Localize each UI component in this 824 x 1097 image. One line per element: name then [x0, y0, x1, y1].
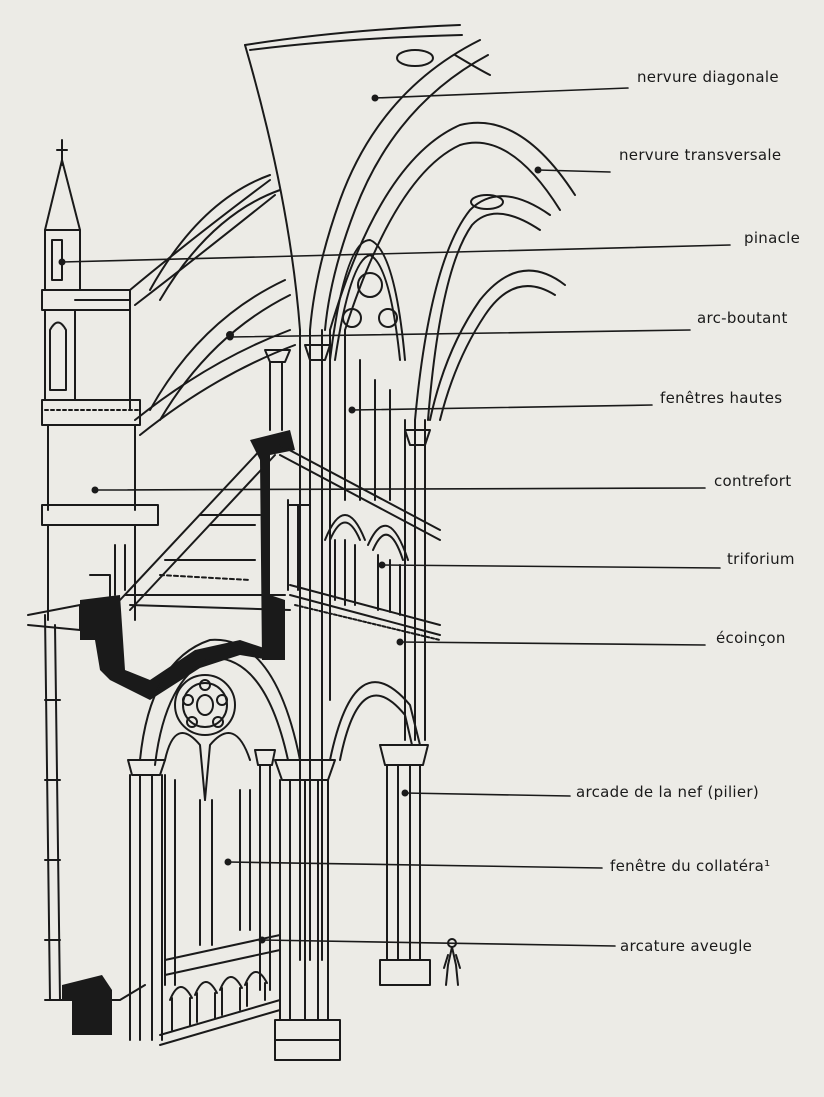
label-contrefort: contrefort: [714, 472, 792, 490]
label-fenetre-collateral: fenêtre du collatéra¹: [610, 857, 771, 875]
label-arcade-nef: arcade de la nef (pilier): [576, 783, 760, 801]
label-pinacle: pinacle: [744, 229, 801, 247]
label-arcature-aveugle: arcature aveugle: [620, 937, 753, 955]
nave-upper-wall: [264, 239, 441, 961]
leader-triforium: [381, 564, 721, 569]
label-nervure-diagonale: nervure diagonale: [637, 68, 779, 86]
label-nervure-transversale: nervure transversale: [619, 146, 782, 164]
pinnacle-tower: [27, 139, 159, 1001]
human-scale-figure: [443, 938, 461, 986]
aisle-roof-timbers: [89, 444, 291, 611]
leader-dots: [58, 94, 542, 944]
leader-arcade-nef: [404, 792, 571, 797]
leader-nervure-transversale: [537, 169, 611, 173]
vault-ribs: [149, 24, 576, 421]
label-ecoincon: écoinçon: [716, 629, 786, 647]
leader-nervure-diagonale: [374, 87, 629, 99]
nave-arcade: [127, 638, 431, 1061]
leader-fenetre-collateral: [227, 861, 603, 869]
leader-pinacle: [61, 244, 731, 263]
leader-arcature-aveugle: [261, 939, 616, 947]
wall-section-cut: [62, 430, 295, 1035]
leader-fenetres-hautes: [351, 404, 653, 411]
label-triforium: triforium: [727, 550, 795, 568]
leader-arc-boutant: [229, 329, 691, 338]
leader-lines: [61, 87, 731, 947]
label-fenetres-hautes: fenêtres hautes: [660, 389, 783, 407]
leader-ecoincon: [399, 641, 706, 646]
label-arc-boutant: arc-boutant: [697, 309, 788, 327]
leader-contrefort: [94, 487, 706, 491]
